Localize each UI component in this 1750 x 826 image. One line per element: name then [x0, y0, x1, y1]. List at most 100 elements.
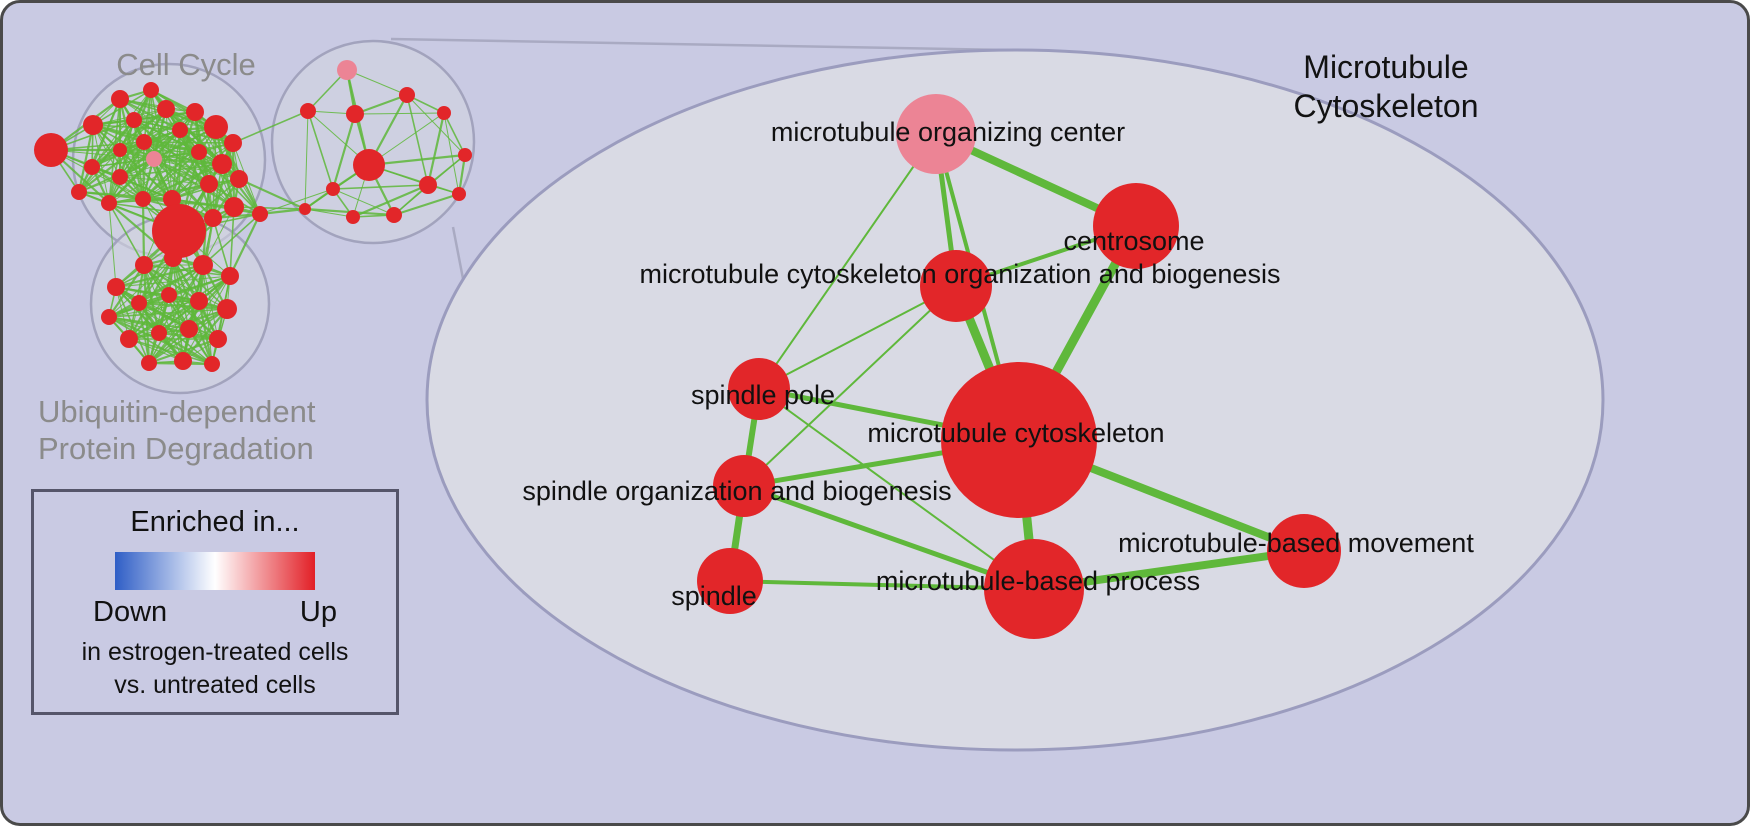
mini-edge: [346, 69, 408, 96]
mini-edge: [304, 208, 354, 218]
legend-up-label: Up: [299, 596, 337, 628]
mini-edge: [202, 213, 261, 266]
node-label-mt_movement: microtubule-based movement: [1118, 528, 1474, 558]
mini-edge: [78, 190, 173, 201]
mini-node: [131, 295, 147, 311]
mini-node: [84, 159, 100, 175]
mini-edge: [108, 202, 145, 266]
mini-node: [437, 106, 451, 120]
mini-node: [204, 356, 220, 372]
mini-node: [135, 191, 151, 207]
mini-edge: [443, 112, 466, 156]
mini-node: [221, 267, 239, 285]
mini-node: [107, 278, 125, 296]
network-node-mcob: [920, 250, 992, 322]
mini-node: [161, 287, 177, 303]
network-edge-mcob-spindle_org: [743, 285, 957, 487]
mini-node: [399, 87, 415, 103]
mini-edge: [138, 257, 174, 304]
mini-node: [151, 325, 167, 341]
mini-node: [172, 122, 188, 138]
mini-edge: [143, 111, 196, 143]
mini-node: [353, 149, 385, 181]
mini-edge: [108, 264, 145, 318]
cluster-label-microtubule-line2: Cytoskeleton: [1293, 88, 1479, 124]
mini-edge: [304, 110, 309, 210]
mini-node: [163, 190, 181, 208]
mini-edge: [212, 217, 231, 277]
mini-edge: [91, 151, 200, 168]
mini-edge: [119, 149, 200, 153]
mini-edge: [138, 302, 150, 364]
cluster-label-ubiquitin-line2: Protein Degradation: [38, 431, 314, 466]
mini-node: [299, 203, 311, 215]
mini-node: [120, 330, 138, 348]
mini-edge: [91, 108, 167, 168]
mini-node: [126, 112, 142, 128]
network-edge-spindle-mt_process: [728, 579, 1036, 591]
legend-endpoint-labels: Down Up: [93, 596, 337, 629]
mini-edge: [221, 163, 261, 215]
mini-edge: [108, 300, 200, 318]
mini-node: [111, 90, 129, 108]
zoom-connector-line: [390, 37, 1009, 52]
cluster-label-cell-cycle: Cell Cycle: [116, 47, 256, 82]
mini-node: [252, 206, 268, 222]
mini-edge: [332, 188, 395, 216]
mini-edge: [198, 151, 261, 215]
network-node-spindle: [697, 548, 763, 614]
mini-node: [224, 197, 244, 217]
node-label-mcob: microtubule cytoskeleton organization an…: [640, 259, 1281, 289]
node-label-spindle_org: spindle organization and biogenesis: [522, 476, 951, 506]
mini-edge: [229, 206, 235, 277]
mini-edge: [331, 113, 357, 190]
mini-edge: [77, 124, 95, 193]
mini-edge: [259, 188, 334, 215]
mini-edge: [406, 94, 429, 186]
mini-edge: [352, 183, 429, 219]
mini-edge: [128, 338, 184, 362]
mini-node: [101, 309, 117, 325]
mini-edge: [171, 163, 223, 200]
mini-node: [141, 355, 157, 371]
mini-edge: [232, 110, 309, 144]
network-node-spindle_pole: [728, 358, 790, 420]
mini-edge: [238, 177, 306, 211]
mini-edge: [143, 89, 152, 143]
mini-node: [346, 105, 364, 123]
node-label-moc: microtubule organizing center: [771, 117, 1125, 147]
node-label-mt_cytoskeleton: microtubule cytoskeleton: [867, 418, 1164, 448]
mini-edge: [354, 93, 408, 116]
mini-node: [193, 255, 213, 275]
cluster-label-ubiquitin-line1: Ubiquitin-dependent: [38, 394, 316, 429]
mini-edge: [142, 197, 235, 209]
mini-node: [230, 170, 248, 188]
network-node-mt_process: [984, 539, 1084, 639]
mini-edge: [443, 112, 460, 195]
mini-node: [146, 151, 162, 167]
node-label-spindle_pole: spindle pole: [691, 380, 835, 410]
mini-edge: [168, 294, 184, 362]
mini-node: [71, 184, 87, 200]
mini-edge: [108, 119, 135, 204]
cluster-label-microtubule-line1: Microtubule: [1303, 49, 1469, 85]
network-edge-spindle_org-mt_process: [741, 483, 1037, 592]
mini-edge: [148, 337, 219, 365]
node-label-spindle: spindle: [671, 581, 757, 611]
mini-edge: [354, 112, 445, 115]
mini-edge: [119, 111, 196, 151]
network-node-centrosome: [1093, 183, 1179, 269]
legend: Enriched in... Down Up in estrogen-treat…: [31, 489, 399, 715]
mini-node: [191, 144, 207, 160]
mini-edge: [229, 213, 261, 277]
mini-edge: [50, 149, 144, 200]
mini-node: [200, 175, 218, 193]
network-edge-moc-spindle_pole: [758, 133, 937, 390]
mini-edge: [393, 192, 460, 217]
mini-node: [452, 187, 466, 201]
mini-edge: [368, 153, 466, 167]
node-label-mt_process: microtubule-based process: [876, 566, 1200, 596]
mini-node: [135, 256, 153, 274]
mini-node: [386, 207, 402, 223]
mini-edge: [197, 300, 214, 365]
